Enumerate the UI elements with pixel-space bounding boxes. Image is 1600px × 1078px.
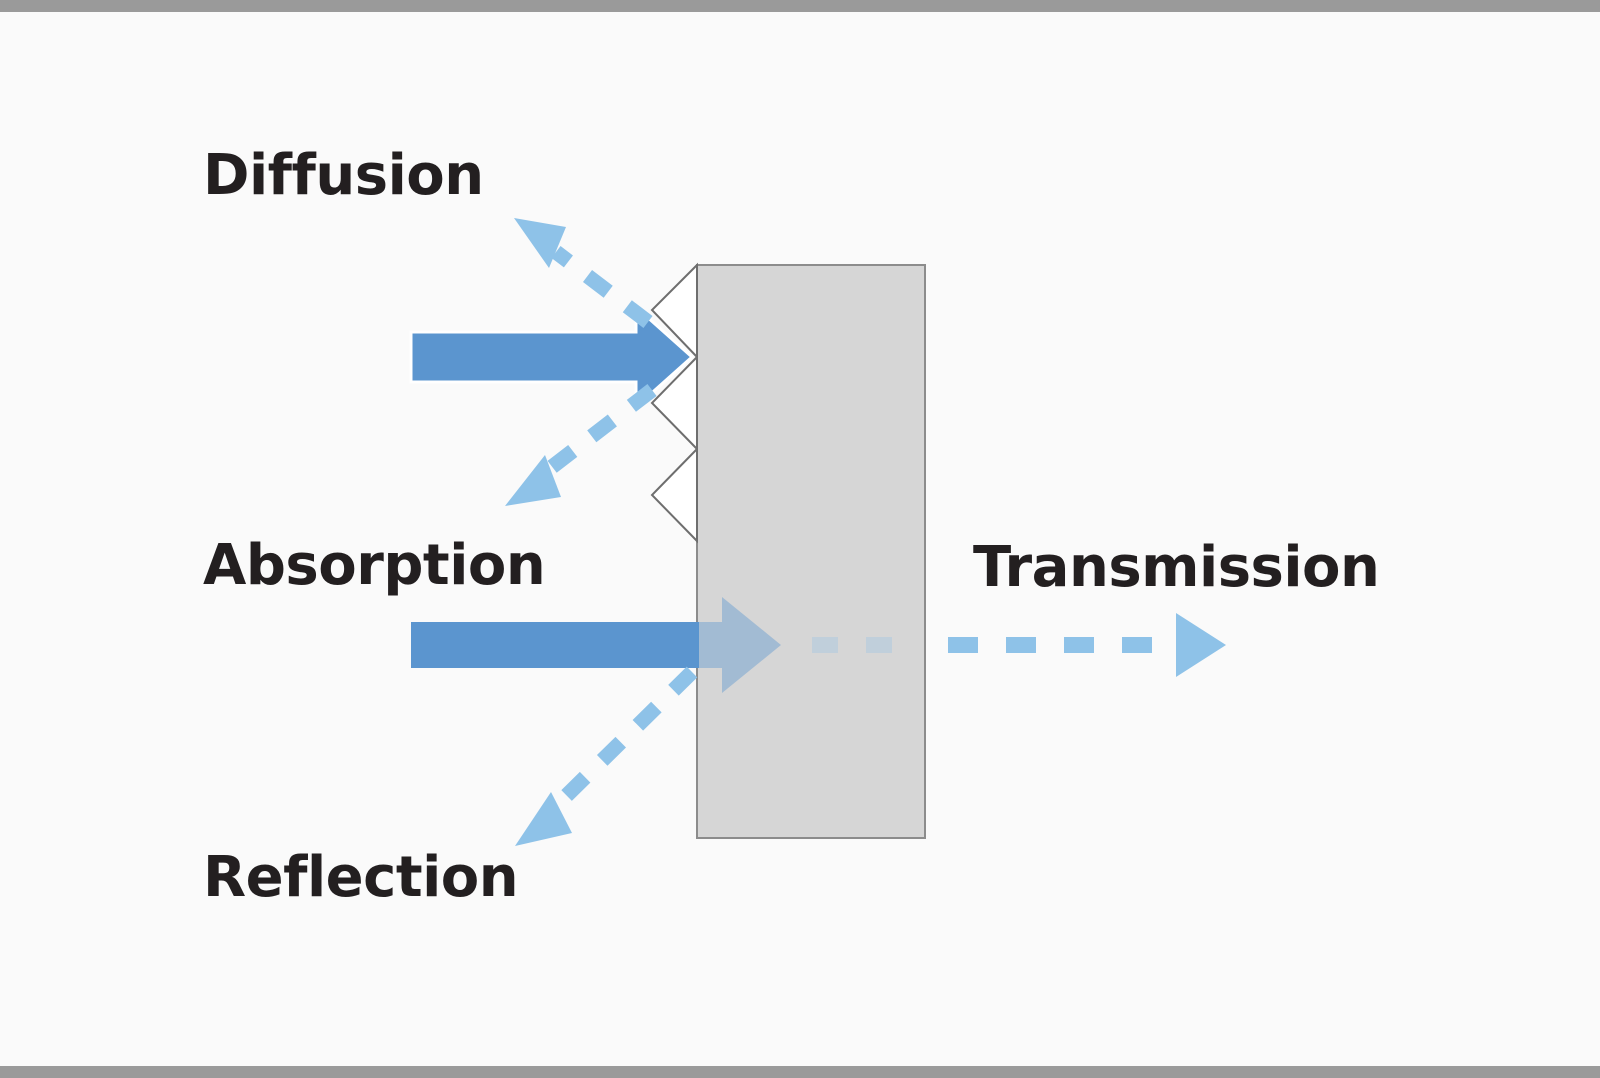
sawtooth-tooth-3 — [650, 446, 698, 544]
reflection-beam-line — [556, 666, 698, 806]
sawtooth-tooth-2 — [650, 354, 698, 452]
diffusion-scatter-down — [505, 384, 657, 506]
sawtooth-surface — [650, 262, 698, 544]
label-reflection: Reflection — [203, 845, 519, 910]
diffusion-scatter-down-head — [505, 455, 561, 506]
reflection-beam — [515, 666, 698, 846]
incident-beam-absorption — [411, 622, 699, 668]
material-slab — [696, 264, 926, 839]
frame-edge-top — [0, 0, 1600, 12]
absorbed-beam-inside-material — [697, 597, 781, 693]
incident-beam-top-arrow — [409, 303, 695, 411]
incident-beam-top — [409, 303, 695, 411]
reflection-beam-head — [515, 792, 572, 846]
label-absorption: Absorption — [203, 533, 546, 598]
transmission-beam-head — [1176, 613, 1226, 677]
diffusion-scatter-up — [514, 218, 653, 328]
transmission-beam — [812, 613, 1226, 677]
sawtooth-tooth-1 — [650, 262, 698, 360]
incident-beam-absorption-shaft — [411, 622, 699, 668]
label-diffusion: Diffusion — [203, 143, 484, 208]
absorbed-beam-arrow — [697, 597, 781, 693]
label-transmission: Transmission — [973, 535, 1380, 600]
diffusion-scatter-up-line — [551, 246, 653, 328]
diffusion-scatter-up-head — [514, 218, 566, 268]
diffusion-scatter-down-line — [543, 384, 657, 476]
material-slab-body — [696, 264, 926, 839]
frame-edge-bottom — [0, 1066, 1600, 1078]
